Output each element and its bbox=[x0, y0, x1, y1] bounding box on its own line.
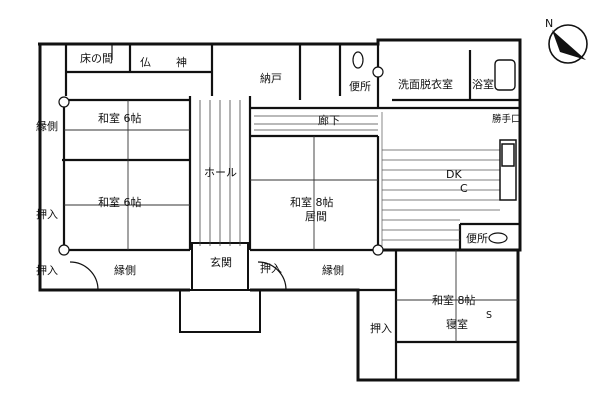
toilet-fixtures bbox=[352, 51, 508, 244]
label-washitsu-center: 和室 8帖 bbox=[290, 195, 334, 209]
label-dk-mark: C bbox=[460, 182, 468, 195]
compass: N bbox=[545, 17, 588, 64]
label-bath: 浴室 bbox=[472, 77, 494, 91]
column-markers bbox=[58, 66, 384, 256]
label-hall: ホール bbox=[204, 166, 237, 179]
label-s-mark: S bbox=[486, 310, 492, 321]
label-oshiire-left1: 押入 bbox=[36, 207, 58, 221]
corridor-floor-boards bbox=[254, 115, 378, 131]
label-kamidana: 神 bbox=[176, 55, 187, 69]
label-washitsu-right: 和室 8帖 bbox=[432, 293, 476, 307]
label-dk: DK bbox=[446, 168, 462, 181]
kitchen-counter bbox=[499, 139, 517, 201]
label-washitsu-mid: 和室 6帖 bbox=[98, 195, 142, 209]
hall-floor-boards bbox=[199, 100, 241, 246]
label-entrance: 玄関 bbox=[210, 255, 232, 269]
door-swings bbox=[69, 44, 287, 291]
label-engawa-left: 縁側 bbox=[36, 119, 58, 133]
label-washitsu-top: 和室 6帖 bbox=[98, 111, 142, 125]
label-corridor: 廊下 bbox=[318, 113, 340, 127]
label-butsudan: 仏 bbox=[140, 56, 151, 69]
label-oshiire-center: 押入 bbox=[260, 261, 282, 275]
label-kyoma: 居間 bbox=[305, 210, 327, 223]
label-washroom: 洗面脱衣室 bbox=[398, 77, 453, 91]
compass-label: N bbox=[545, 17, 553, 30]
dk-floor-boards bbox=[381, 112, 500, 246]
label-kitchen-door: 勝手口 bbox=[492, 113, 521, 125]
label-toilet-top: 便所 bbox=[349, 80, 371, 93]
label-engawa-bottom: 縁側 bbox=[114, 263, 136, 277]
bathtub bbox=[494, 59, 516, 91]
label-engawa-center: 縁側 bbox=[322, 263, 344, 277]
label-toilet-right: 便所 bbox=[466, 232, 488, 245]
label-closet-top: 納戸 bbox=[260, 72, 282, 85]
tatami-lines bbox=[64, 100, 518, 342]
label-bedroom: 寝室 bbox=[446, 317, 468, 331]
label-tokonoma: 床の間 bbox=[80, 51, 113, 65]
exterior-walls bbox=[38, 38, 522, 382]
label-oshiire-right: 押入 bbox=[370, 321, 392, 335]
label-oshiire-left2: 押入 bbox=[36, 263, 58, 277]
